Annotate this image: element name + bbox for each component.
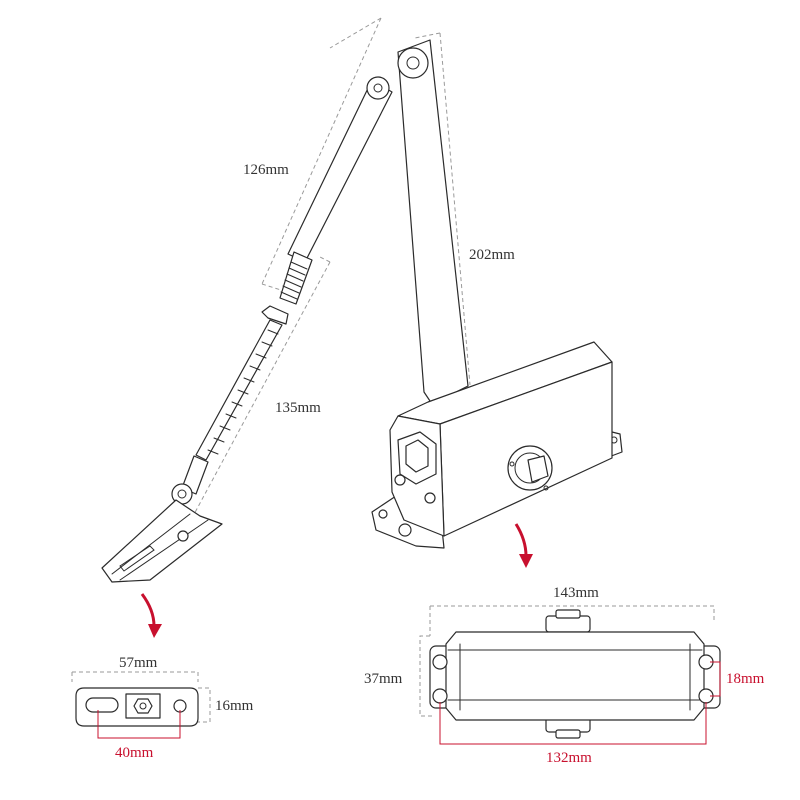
base-hole-back [378,509,388,519]
body-height-label: 37mm [364,671,403,687]
main-arm-length-label: 202mm [469,247,515,263]
arm-bracket [101,499,223,583]
adjuster-nut [261,305,289,325]
sleeve-ridges [280,261,308,300]
body-hole-vertical-label: 18mm [726,671,765,687]
arrow-to-body [514,523,528,557]
rod-length-label: 135mm [275,400,321,416]
arm-bracket-hole [177,530,189,542]
rod-end-joint [181,455,209,495]
bracket-width-label: 57mm [119,655,158,671]
body-length-guide [429,605,715,636]
arrow-to-bracket [140,593,156,627]
bracket-width-guide [71,671,199,682]
mount-hole-bottom-left [432,688,448,704]
closer-body [371,341,623,549]
upper-arm-pivot-hole [373,83,383,93]
end-hole-right [424,492,436,504]
end-hole-left [394,474,406,486]
body-casing [445,631,705,721]
bracket-top-view [71,671,211,739]
arrow-to-body-head [519,554,533,568]
rod-end-pivot-hole [177,489,187,499]
upper-arm-pivot [366,76,390,100]
arm-bracket-edge [111,513,209,581]
bracket-nut-bore [139,702,147,710]
bracket-spacing-line [97,710,181,739]
bracket-hex-nut [133,698,153,714]
arm-assembly [101,17,471,583]
bracket-slot [85,697,119,713]
main-arm-pivot-hole [406,56,420,70]
main-arm-pivot [397,47,429,79]
mount-hole-top-left [432,654,448,670]
body-casing-ridges [447,643,703,711]
bracket-height-label: 16mm [215,698,254,714]
rod-thread [207,329,279,455]
body-hole-spacing-label: 132mm [546,750,592,766]
main-arm [397,39,469,405]
main-arm-dimension-guide [414,32,471,386]
valve-notch-b [543,485,549,491]
body-length-label: 143mm [553,585,599,601]
base-hole-front [398,523,412,537]
rod-dimension-guide [191,255,331,519]
adjustment-screw [527,455,549,483]
valve-notch-a [509,461,515,467]
top-lug-cap [555,609,581,619]
upper-arm-length-label: 126mm [243,162,289,178]
hex-spindle [405,439,429,473]
arm-bracket-slot [119,545,155,572]
body-height-guide [419,635,432,717]
pointer-arrows [140,523,533,638]
hole-horizontal-spacing-line [439,702,707,745]
arrow-to-bracket-head [148,624,162,638]
bracket-height-guide [198,687,211,723]
bottom-lug-cap [555,729,581,739]
hole-vertical-spacing-line [710,661,721,697]
body-top-view [419,605,721,745]
upper-arm [287,79,393,263]
upper-arm-dimension-guide [261,17,382,297]
bracket-hole-spacing-label: 40mm [115,745,154,761]
